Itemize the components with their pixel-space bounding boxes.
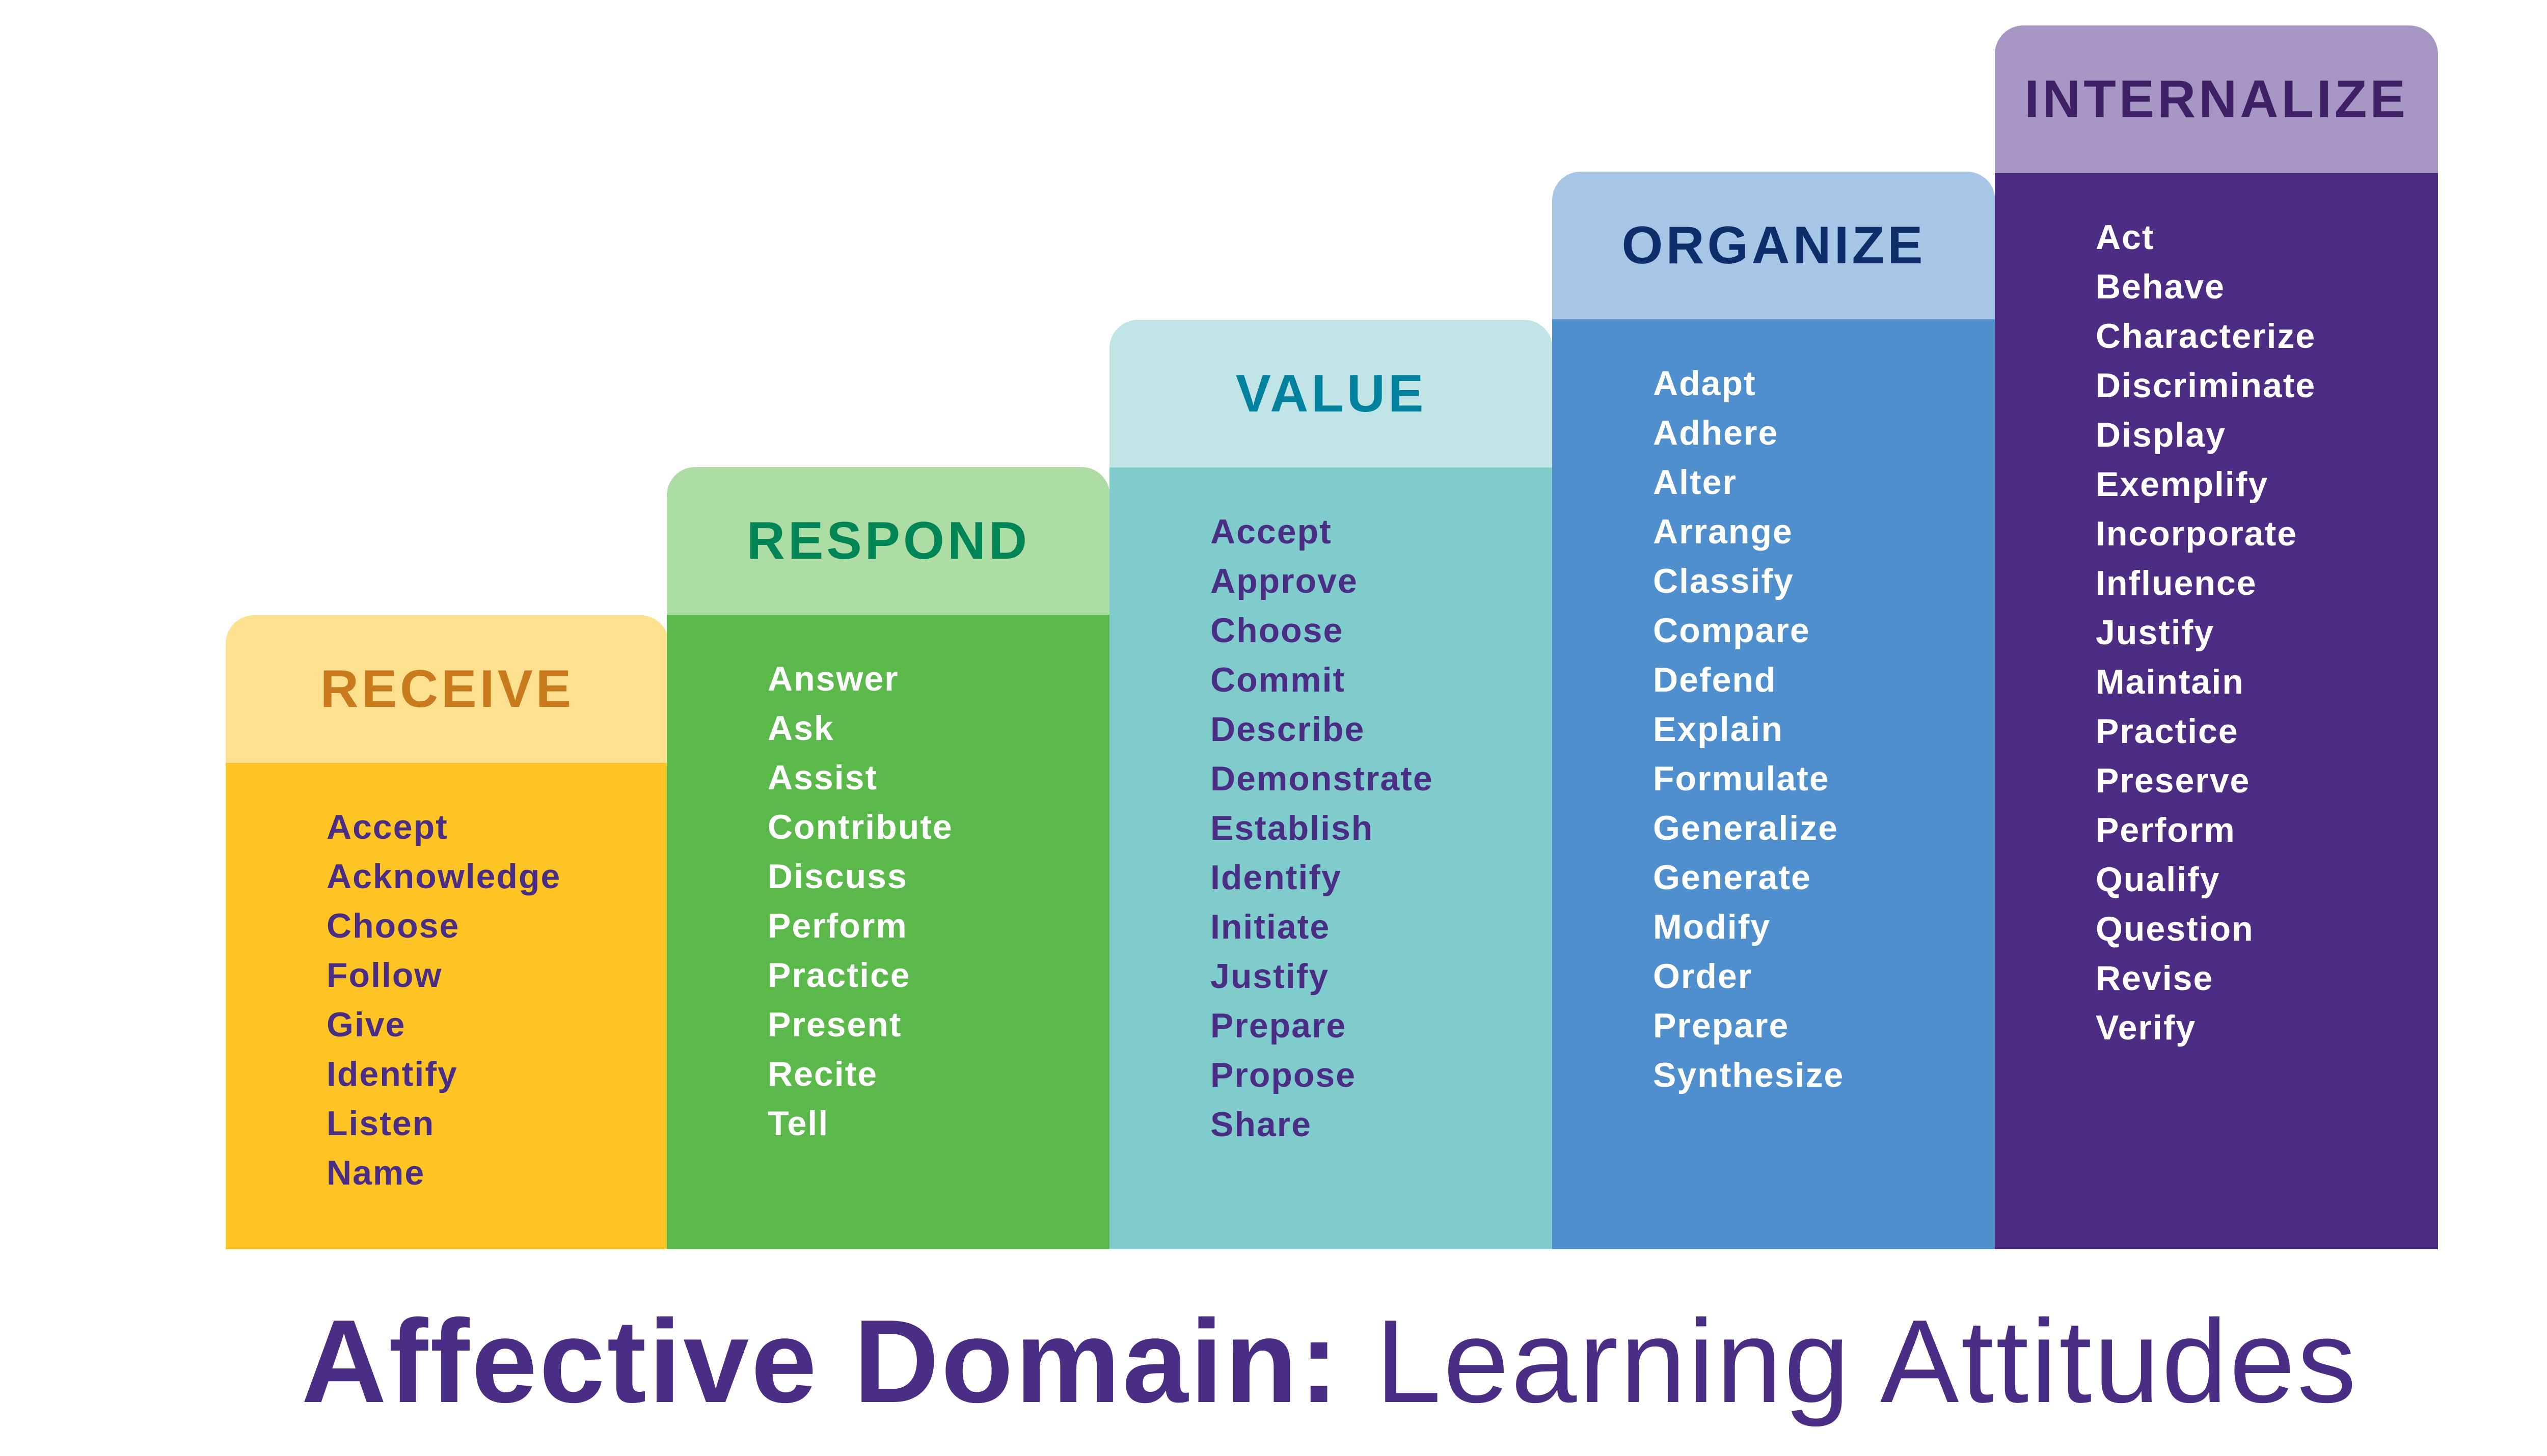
verb-item: Follow bbox=[327, 956, 443, 995]
verb-item: Choose bbox=[1210, 611, 1344, 650]
verb-item: Modify bbox=[1653, 908, 1771, 946]
verb-item: Practice bbox=[2096, 712, 2239, 751]
verb-item: Practice bbox=[768, 956, 911, 995]
verb-item: Ask bbox=[768, 709, 834, 748]
verb-item: Identify bbox=[327, 1055, 458, 1093]
verb-item: Justify bbox=[2096, 613, 2215, 652]
verb-item: Revise bbox=[2096, 959, 2214, 998]
verb-item: Classify bbox=[1653, 562, 1794, 600]
verb-item: Propose bbox=[1210, 1056, 1357, 1094]
verb-item: Exemplify bbox=[2096, 465, 2269, 504]
verb-item: Perform bbox=[768, 906, 908, 945]
verb-item: Explain bbox=[1653, 710, 1783, 749]
verb-item: Preserve bbox=[2096, 761, 2251, 800]
column-header-organize: ORGANIZE bbox=[1552, 172, 1995, 319]
verb-item: Prepare bbox=[1210, 1006, 1347, 1045]
verb-item: Answer bbox=[768, 660, 899, 698]
verb-item: Display bbox=[2096, 416, 2226, 454]
verb-item: Perform bbox=[2096, 811, 2236, 849]
diagram-title: Affective Domain: Learning Attitudes bbox=[0, 1294, 2547, 1430]
verb-item: Present bbox=[768, 1005, 902, 1044]
verb-item: Behave bbox=[2096, 267, 2225, 306]
title-bold: Affective Domain: bbox=[301, 1296, 1341, 1427]
verb-item: Adhere bbox=[1653, 414, 1779, 452]
verb-item: Contribute bbox=[768, 808, 953, 846]
verb-item: Discriminate bbox=[2096, 366, 2316, 405]
verb-item: Verify bbox=[2096, 1008, 2197, 1047]
verb-item: Maintain bbox=[2096, 663, 2244, 701]
verb-item: Commit bbox=[1210, 661, 1346, 699]
verb-item: Order bbox=[1653, 957, 1753, 996]
verb-item: Accept bbox=[327, 808, 448, 846]
verb-item: Tell bbox=[768, 1104, 829, 1143]
verb-item: Synthesize bbox=[1653, 1056, 1845, 1094]
verb-item: Identify bbox=[1210, 858, 1342, 897]
verb-item: Influence bbox=[2096, 564, 2257, 602]
verb-item: Alter bbox=[1653, 463, 1737, 502]
title-light: Learning Attitudes bbox=[1340, 1296, 2359, 1427]
verb-item: Generate bbox=[1653, 858, 1811, 897]
verb-item: Justify bbox=[1210, 957, 1330, 996]
verb-item: Name bbox=[327, 1153, 425, 1192]
verb-item: Recite bbox=[768, 1055, 878, 1093]
column-header-receive: RECEIVE bbox=[226, 615, 669, 763]
verb-item: Defend bbox=[1653, 661, 1777, 699]
verb-item: Question bbox=[2096, 910, 2254, 948]
verb-item: Give bbox=[327, 1005, 406, 1044]
verb-item: Qualify bbox=[2096, 860, 2220, 899]
verb-item: Formulate bbox=[1653, 759, 1830, 798]
verb-item: Compare bbox=[1653, 611, 1810, 650]
verb-item: Listen bbox=[327, 1104, 435, 1143]
verb-item: Generalize bbox=[1653, 809, 1838, 847]
verb-item: Initiate bbox=[1210, 908, 1331, 946]
verb-item: Approve bbox=[1210, 562, 1358, 600]
verb-item: Choose bbox=[327, 906, 460, 945]
verb-item: Adapt bbox=[1653, 364, 1756, 403]
verb-item: Incorporate bbox=[2096, 514, 2298, 553]
column-header-value: VALUE bbox=[1109, 320, 1553, 468]
verb-item: Arrange bbox=[1653, 512, 1793, 551]
verb-item: Accept bbox=[1210, 512, 1332, 551]
verb-item: Describe bbox=[1210, 710, 1365, 749]
column-header-respond: RESPOND bbox=[667, 467, 1110, 615]
verb-item: Discuss bbox=[768, 857, 908, 896]
verb-item: Share bbox=[1210, 1105, 1312, 1144]
verb-item: Act bbox=[2096, 218, 2155, 257]
verb-item: Demonstrate bbox=[1210, 759, 1433, 798]
verb-item: Characterize bbox=[2096, 317, 2316, 355]
verb-item: Assist bbox=[768, 758, 878, 797]
verb-item: Prepare bbox=[1653, 1006, 1790, 1045]
column-header-internalize: INTERNALIZE bbox=[1995, 25, 2438, 173]
verb-item: Establish bbox=[1210, 809, 1374, 847]
verb-item: Acknowledge bbox=[327, 857, 561, 896]
